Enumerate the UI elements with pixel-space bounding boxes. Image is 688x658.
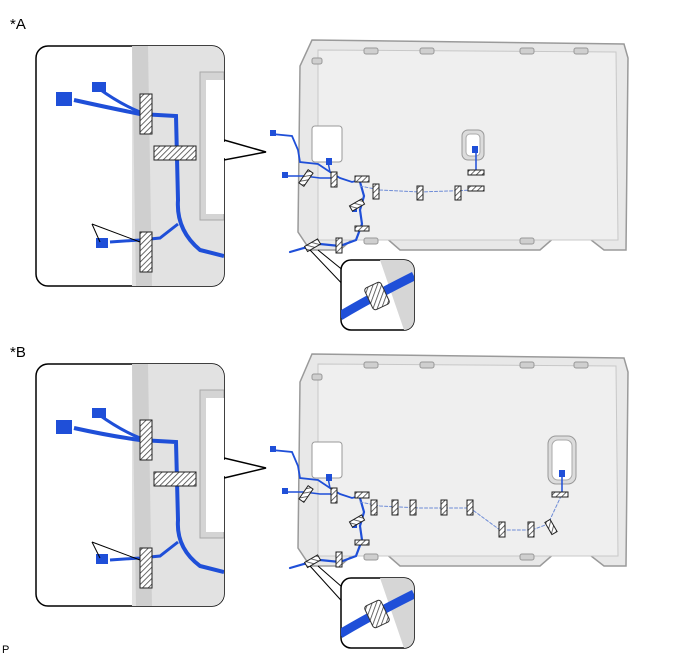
connector-icon (559, 470, 565, 477)
connector-icon (270, 446, 276, 452)
connector-icon (472, 146, 478, 153)
clamp-zoom-a (340, 259, 415, 331)
connector-icon (326, 158, 332, 165)
connector-icon (96, 554, 108, 564)
connector-icon (270, 130, 276, 136)
connector-icon (282, 488, 288, 494)
clamp-zoom-b (340, 577, 415, 649)
connector-icon (96, 238, 108, 248)
connector-icon (56, 420, 72, 434)
panel-b (35, 353, 629, 649)
panel-a-label: *A (10, 16, 26, 33)
connector-icon (92, 408, 106, 418)
connector-icon (92, 82, 106, 92)
headliner-b (297, 353, 629, 567)
panel-a (35, 39, 629, 331)
clamps-a (298, 169, 485, 254)
connector-icon (282, 172, 288, 178)
callout-c-b (35, 363, 267, 607)
footer-code: P (2, 644, 10, 656)
clamps-b (298, 485, 569, 569)
connector-icon (326, 474, 332, 481)
connector-icon (56, 92, 72, 106)
panel-b-label: *B (10, 344, 26, 361)
headliner-a (297, 39, 629, 251)
callout-c-a (35, 45, 267, 287)
